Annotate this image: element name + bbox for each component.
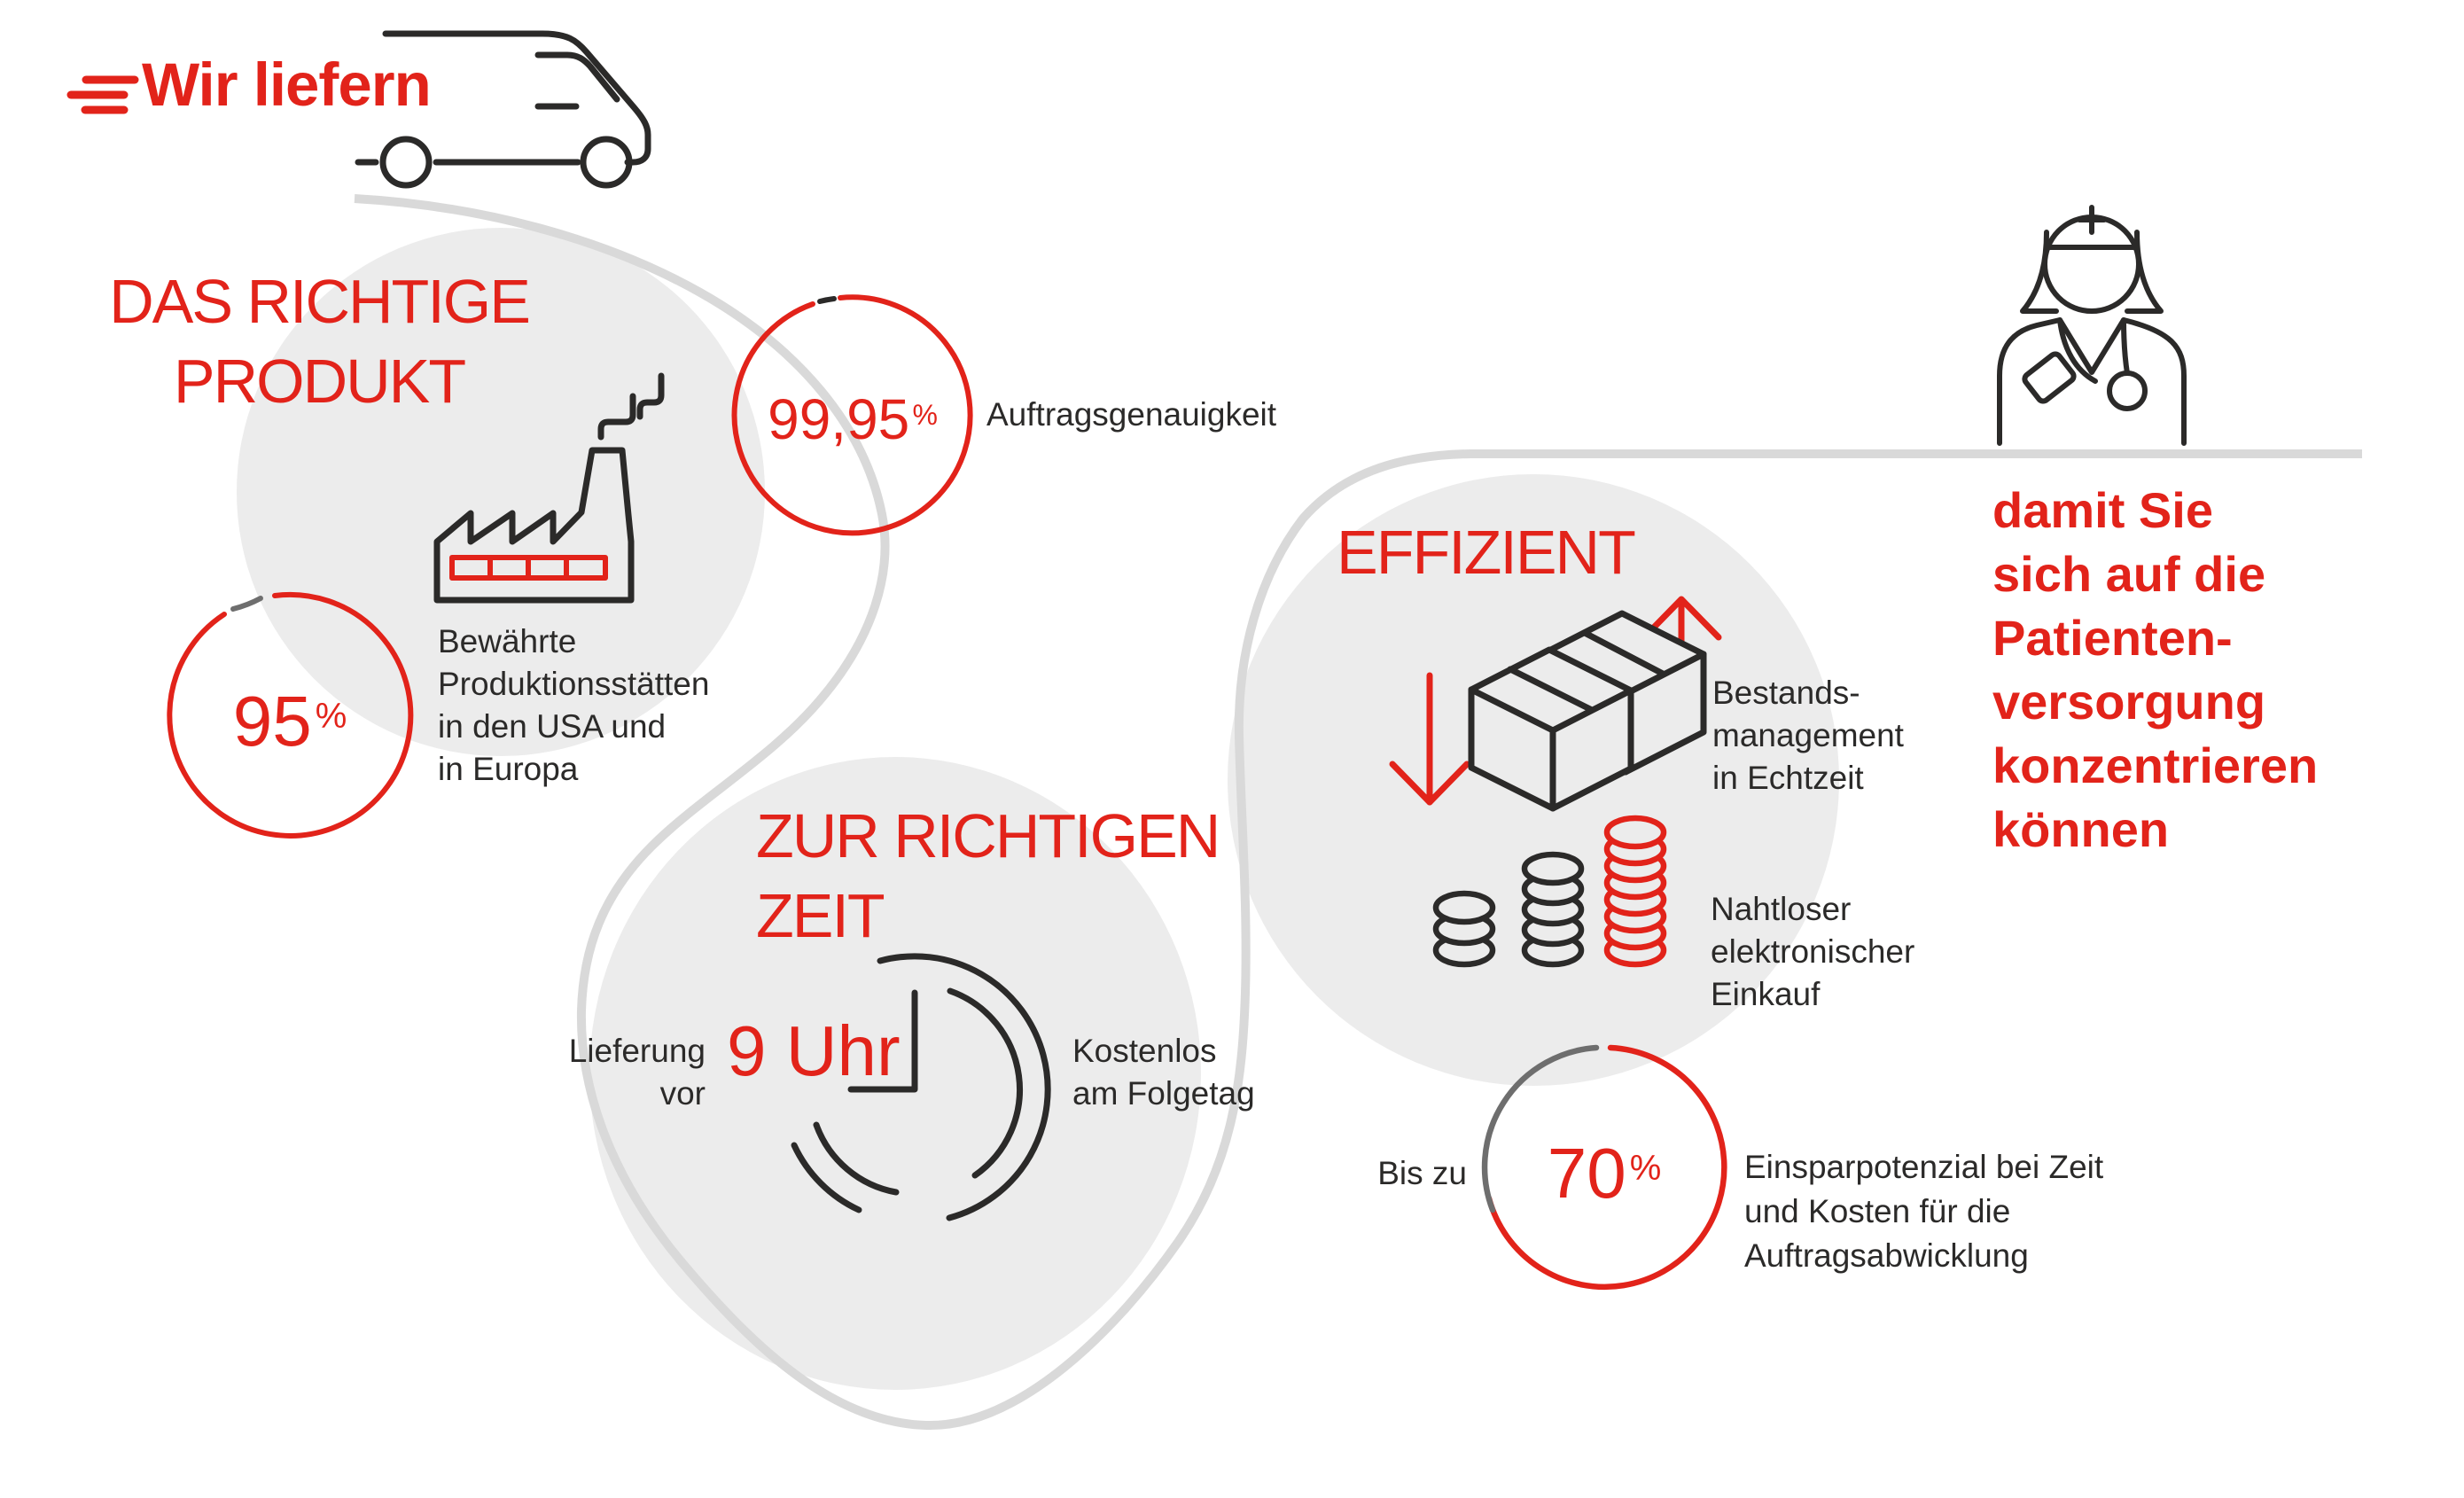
delivery-van-icon xyxy=(355,30,651,189)
brand-title: Wir liefern xyxy=(142,51,432,119)
plants-unit: % xyxy=(315,697,347,736)
speed-lines-icon xyxy=(66,75,139,114)
plants-label: Bewährte Produktionsstätten in den USA u… xyxy=(438,623,710,787)
accuracy-label: Auftragsgenauigkeit xyxy=(986,396,1277,433)
section-time-title-line2: ZEIT xyxy=(756,881,885,950)
savings-unit: % xyxy=(1629,1149,1662,1188)
clock-9-oclock-icon xyxy=(791,953,1051,1221)
route-path xyxy=(354,194,2362,1431)
factory-windows xyxy=(449,555,608,581)
inventory-label: Bestands- management in Echtzeit xyxy=(1712,675,1904,796)
section-product-title-line2: PRODUKT xyxy=(173,347,466,416)
section-time-title-line1: ZUR RICHTIGEN xyxy=(756,801,1220,870)
section-time-title: ZUR RICHTIGEN ZEIT xyxy=(756,796,1220,956)
savings-label: Einsparpotenzial bei Zeit und Kosten für… xyxy=(1744,1149,2104,1274)
accuracy-ring xyxy=(731,294,973,536)
section-product-title-line1: DAS RICHTIGE xyxy=(109,267,531,336)
coin-stacks-icon xyxy=(1432,815,1667,968)
savings-ring xyxy=(1481,1044,1727,1291)
accuracy-unit: % xyxy=(912,399,938,431)
accuracy-value: 99,95% xyxy=(768,387,938,451)
procurement-label: Nahtloser elektronischer Einkauf xyxy=(1711,891,1915,1012)
section-efficient-title: EFFIZIENT xyxy=(1337,518,1636,587)
nurse-icon xyxy=(1997,205,2187,446)
delivery-time: 9 Uhr xyxy=(727,1011,901,1090)
plants-ring xyxy=(167,591,414,839)
arrow-down-icon xyxy=(1389,672,1470,806)
section-product-title: DAS RICHTIGE PRODUKT xyxy=(106,261,532,421)
savings-prefix: Bis zu xyxy=(1377,1155,1467,1191)
closing-statement: damit Sie sich auf die Patienten- versor… xyxy=(1992,482,2319,857)
delivery-prefix: Lieferung vor xyxy=(568,1033,706,1112)
factory-icon xyxy=(433,372,665,604)
savings-value: 70% xyxy=(1547,1134,1662,1213)
delivery-note: Kostenlos am Folgetag xyxy=(1072,1033,1255,1112)
inventory-boxes-icon xyxy=(1468,610,1707,812)
plants-value: 95% xyxy=(232,682,347,761)
